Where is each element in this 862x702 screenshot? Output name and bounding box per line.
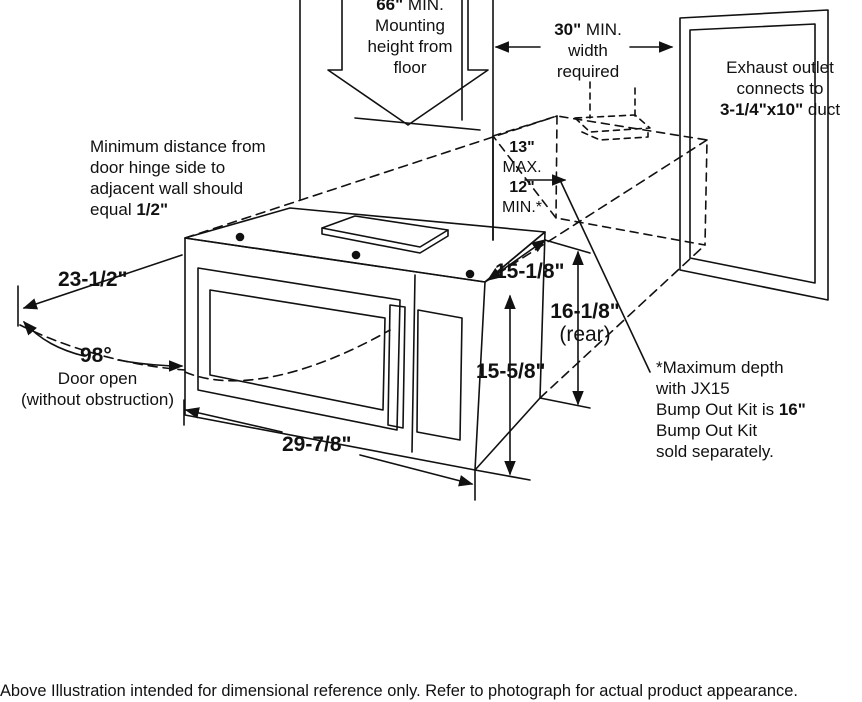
disclaimer-footer: Above Illustration intended for dimensio…: [0, 682, 798, 700]
bumpout-line3-value: 16": [778, 400, 806, 419]
rear-height-value: 16-1/8": [550, 300, 620, 323]
bumpout-leader: [559, 179, 651, 373]
exhaust-line2: connects to: [736, 79, 824, 98]
mounting-height-value: 66": [376, 0, 404, 14]
hinge-line4-prefix: equal: [90, 200, 137, 219]
front-height-dimension: 15-5/8": [476, 360, 546, 383]
door-swing-dimension: 23-1/2": [58, 268, 128, 291]
door-open-line2: (without obstruction): [20, 390, 175, 409]
bumpout-note: *Maximum depth with JX15 Bump Out Kit is…: [656, 357, 806, 462]
depth-max-value: 13": [509, 139, 535, 156]
door-open-label: Door open (without obstruction): [10, 368, 185, 410]
hinge-line1: Minimum distance from: [90, 137, 266, 156]
bumpout-line4: Bump Out Kit: [656, 421, 758, 440]
microwave-body: [184, 207, 546, 471]
hinge-distance-label: Minimum distance from door hinge side to…: [90, 136, 266, 220]
depth-min-label: MIN.*: [502, 199, 542, 216]
door-angle-value: 98°: [80, 344, 112, 367]
depth-min-value: 12": [509, 179, 535, 196]
width-required-line2: width: [568, 41, 608, 60]
mounting-height-line3: height from: [367, 37, 453, 56]
mounting-height-label: 66" MIN. Mounting height from floor: [355, 0, 465, 78]
hinge-line4-value: 1/2": [136, 200, 169, 219]
width-dimension-arrow: [184, 407, 283, 433]
depth-dimension-arrow: [486, 239, 547, 281]
depth-max-label: MAX.: [502, 159, 542, 176]
exhaust-suffix: duct: [803, 100, 841, 119]
width-required-line3: required: [556, 62, 620, 81]
width-dimension: 29-7/8": [282, 433, 352, 456]
hinge-line3: adjacent wall should: [90, 179, 244, 198]
bumpout-line3-prefix: Bump Out Kit is: [656, 400, 779, 419]
depth-range-label: 13" MAX. 12" MIN.*: [494, 138, 550, 218]
mounting-height-line2: Mounting: [375, 16, 445, 35]
door-angle-arc: [23, 320, 85, 357]
bumpout-line2: with JX15: [656, 379, 730, 398]
mounting-height-line4: floor: [393, 58, 427, 77]
width-required-label: 30" MIN. width required: [533, 19, 643, 82]
width-required-unit: MIN.: [581, 20, 622, 39]
exhaust-line1: Exhaust outlet: [726, 58, 834, 77]
door-open-line1: Door open: [57, 369, 138, 388]
depth-dimension: 15-1/8": [495, 260, 565, 283]
bumpout-line1: *Maximum depth: [656, 358, 784, 377]
exhaust-size: 3-1/4"x10": [719, 100, 804, 119]
cabinet-wall: [299, 0, 494, 241]
width-required-value: 30": [554, 20, 582, 39]
hinge-line2: door hinge side to: [90, 158, 226, 177]
door-swing-arrow: [22, 254, 183, 310]
exhaust-outlet-label: Exhaust outlet connects to 3-1/4"x10" du…: [700, 57, 860, 120]
exhaust-outlet: [679, 9, 829, 301]
bumpout-line5: sold separately.: [656, 442, 774, 461]
mounting-height-unit: MIN.: [403, 0, 444, 14]
rear-height-caption: (rear): [559, 323, 611, 346]
mounting-height-arrow: [327, 0, 489, 126]
rear-height-label: 16-1/8" (rear): [535, 300, 635, 346]
dimension-diagram: [17, 0, 829, 501]
